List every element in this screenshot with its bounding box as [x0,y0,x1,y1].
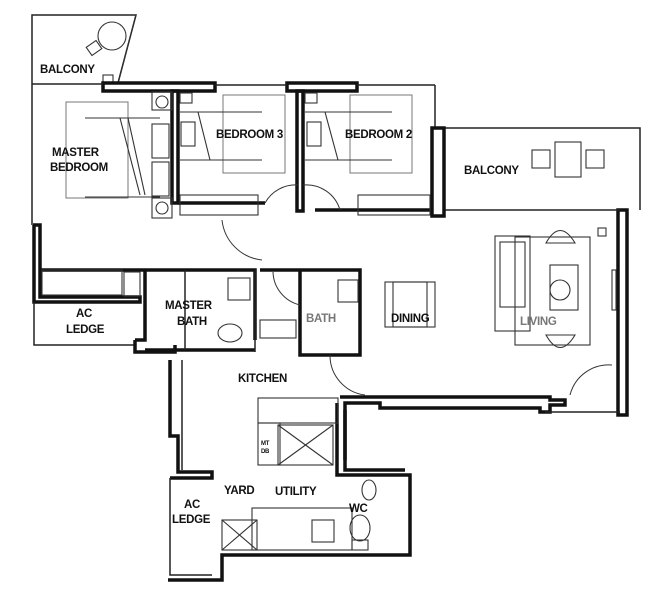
room-label-mt-db-line1: MT [261,441,270,447]
room-label-living: LIVING [520,316,557,328]
room-label-bedroom-3: BEDROOM 3 [216,129,283,141]
room-label-ac-ledge-bottom-line1: AC [184,499,201,511]
room-label-wc: WC [349,503,368,515]
room-label-master-bedroom-line2: BEDROOM [50,162,108,174]
room-label-master-bath-line1: MASTER [165,300,212,312]
exterior-walls [31,81,641,582]
room-label-living-balcony: BALCONY [464,165,519,177]
room-label-bath: BATH [306,313,336,325]
room-label-bedroom-2: BEDROOM 2 [345,129,412,141]
room-label-utility: UTILITY [275,486,317,498]
room-label-ac-ledge-top-line2: LEDGE [66,324,105,336]
room-label-yard: YARD [224,485,255,497]
room-label-ac-ledge-top-line1: AC [76,308,93,320]
master-balcony-outline [31,14,137,84]
doors [221,184,613,396]
room-label-ac-ledge-bottom-line2: LEDGE [172,514,211,526]
room-label-master-balcony: BALCONY [40,64,95,76]
room-label-dining: DINING [391,313,430,325]
room-label-master-bath-line2: BATH [177,316,207,328]
room-label-mt-db-line2: DB [261,449,270,455]
room-label-kitchen: KITCHEN [238,373,288,385]
room-label-master-bedroom-line1: MASTER [52,147,99,159]
furniture [41,91,617,551]
interior-walls [40,89,446,357]
